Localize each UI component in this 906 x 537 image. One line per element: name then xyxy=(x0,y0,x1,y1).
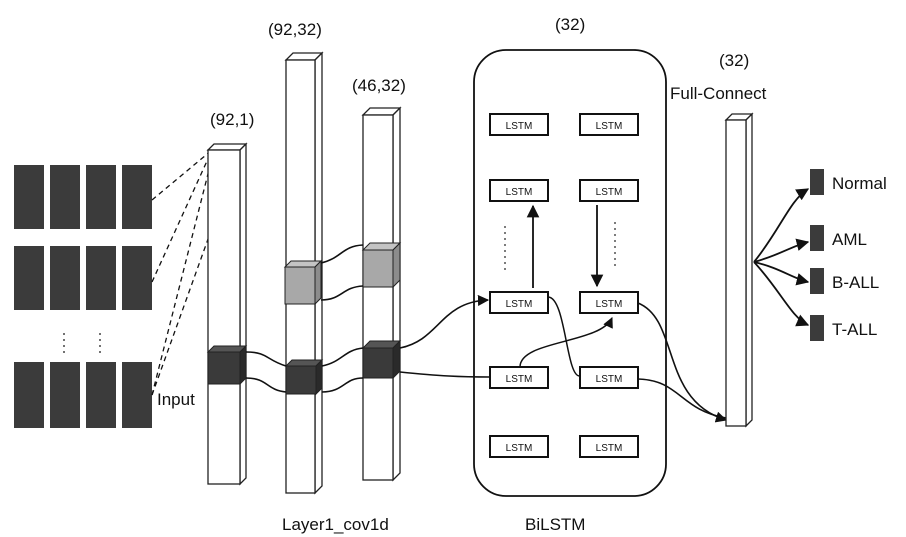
lstm-cell: LSTM xyxy=(579,113,639,136)
output-label-aml: AML xyxy=(832,230,867,249)
input-feature-cube xyxy=(206,344,248,386)
conv-column-1 xyxy=(283,51,324,495)
conv1-light-cube xyxy=(283,259,323,306)
lstm-cell: LSTM xyxy=(489,435,549,458)
input-block xyxy=(122,165,152,229)
lstm-cell: LSTM xyxy=(489,291,549,314)
input-block xyxy=(122,362,152,428)
input-shape-label: (92,1) xyxy=(210,110,254,129)
lstm-cell: LSTM xyxy=(489,113,549,136)
bilstm-to-fc-connections xyxy=(637,302,728,423)
lstm-cell-label: LSTM xyxy=(506,374,533,385)
lstm-cell-label: LSTM xyxy=(596,374,623,385)
lstm-cell-label: LSTM xyxy=(596,187,623,198)
conv-connections xyxy=(245,244,364,393)
input-block xyxy=(122,246,152,310)
input-block xyxy=(50,246,80,310)
lstm-cell-label: LSTM xyxy=(596,443,623,454)
input-block xyxy=(86,246,116,310)
lstm-cell-label: LSTM xyxy=(596,121,623,132)
input-label: Input xyxy=(157,390,195,409)
fc-units-label: (32) xyxy=(719,51,749,70)
lstm-cell: LSTM xyxy=(579,435,639,458)
output-box-t-all xyxy=(810,315,824,341)
lstm-cell: LSTM xyxy=(489,179,549,202)
input-block xyxy=(14,246,44,310)
conv1-dark-cube xyxy=(284,358,324,396)
conv2-light-cube xyxy=(361,241,402,289)
lstm-cell: LSTM xyxy=(579,366,639,389)
input-block xyxy=(86,362,116,428)
conv2-shape-label: (46,32) xyxy=(352,76,406,95)
bilstm-cross-connections xyxy=(519,296,613,377)
output-label-normal: Normal xyxy=(832,174,887,193)
bilstm-label: BiLSTM xyxy=(525,515,585,534)
output-box-b-all xyxy=(810,268,824,294)
input-row-1 xyxy=(14,165,152,229)
input-block xyxy=(14,165,44,229)
lstm-cell-label: LSTM xyxy=(506,121,533,132)
fc-label: Full-Connect xyxy=(670,84,767,103)
bilstm-units-label: (32) xyxy=(555,15,585,34)
output-label-t-all: T-ALL xyxy=(832,320,877,339)
output-class-boxes xyxy=(810,169,824,341)
output-box-normal xyxy=(810,169,824,195)
input-column xyxy=(206,142,248,486)
input-ellipsis xyxy=(63,333,101,355)
lstm-cell-label: LSTM xyxy=(506,443,533,454)
lstm-cell: LSTM xyxy=(489,366,549,389)
input-row-2 xyxy=(14,246,152,310)
conv-layer-label: Layer1_cov1d xyxy=(282,515,389,534)
input-block xyxy=(14,362,44,428)
lstm-cell-label: LSTM xyxy=(506,187,533,198)
lstm-cell: LSTM xyxy=(579,179,639,202)
conv-column-2 xyxy=(361,106,402,482)
lstm-cell: LSTM xyxy=(579,291,639,314)
output-box-aml xyxy=(810,225,824,251)
conv2-dark-cube xyxy=(361,339,402,380)
output-arrows xyxy=(753,188,810,327)
lstm-cell-label: LSTM xyxy=(506,299,533,310)
conv-to-bilstm-connections xyxy=(399,294,491,378)
input-signal-grid xyxy=(14,165,152,428)
input-row-3 xyxy=(14,362,152,428)
bilstm-block: LSTM LSTM LSTM LSTM LSTM LSTM LSTM LSTM xyxy=(473,49,667,497)
input-block xyxy=(86,165,116,229)
lstm-cell-label: LSTM xyxy=(596,299,623,310)
input-block xyxy=(50,165,80,229)
full-connect-column xyxy=(724,112,754,428)
output-label-b-all: B-ALL xyxy=(832,273,879,292)
input-block xyxy=(50,362,80,428)
conv1-shape-label: (92,32) xyxy=(268,20,322,39)
